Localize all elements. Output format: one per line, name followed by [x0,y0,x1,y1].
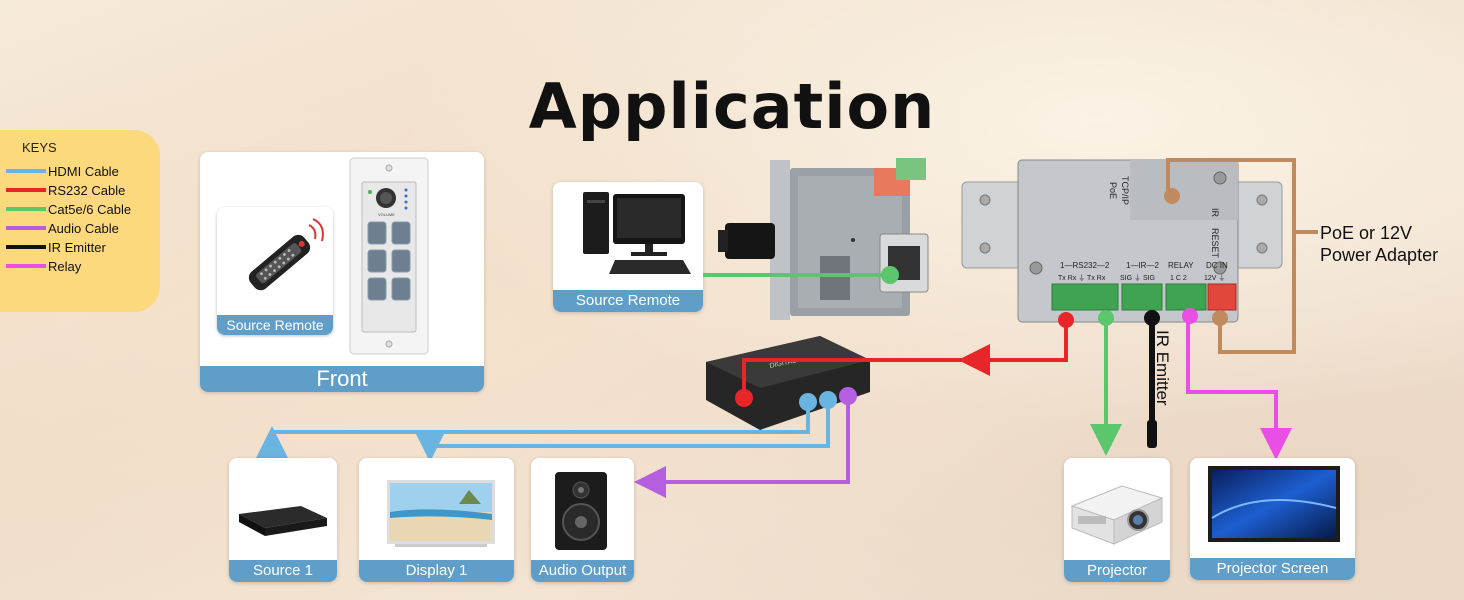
speaker-icon [555,472,607,550]
display-1-card: Display 1 [359,458,514,582]
module-side-view [718,158,929,320]
relay-line-swatch [6,264,46,268]
ir-emitter-label: IR Emitter [1153,330,1172,406]
svg-text:Tx Rx ⏚ Tx Rx: Tx Rx ⏚ Tx Rx [1058,274,1106,282]
svg-text:PoE: PoE [1108,182,1118,199]
ir-line-swatch [6,245,46,249]
svg-text:1 C 2: 1 C 2 [1170,275,1187,282]
projector-card: Projector [1064,458,1170,582]
svg-text:12V ⏚: 12V ⏚ [1204,274,1225,282]
projector-icon [1070,485,1164,545]
key-ir: IR Emitter [6,238,106,256]
source-1-label: Source 1 [229,560,337,582]
projector-label: Projector [1064,560,1170,582]
front-label: Front [200,366,484,392]
desktop-computer-icon [583,192,691,274]
svg-text:DC IN: DC IN [1206,261,1228,270]
svg-text:TCP/IP: TCP/IP [1120,176,1130,205]
keys-legend: KEYS HDMI Cable RS232 Cable Cat5e/6 Cabl… [0,130,160,312]
svg-text:RELAY: RELAY [1168,261,1194,270]
svg-text:RESET: RESET [1210,228,1220,259]
key-hdmi: HDMI Cable [6,162,119,180]
av-switcher-box: DIGITAL [706,336,870,430]
projector-screen-card: Projector Screen [1190,458,1355,580]
wall-plate-keypad: VOLUME [349,157,429,355]
rear-panel: TCP/IP PoE IR RESET 1—RS232—2 Tx Rx ⏚ Tx… [961,159,1283,323]
key-audio: Audio Cable [6,219,119,237]
key-relay: Relay [6,257,81,275]
source-remote-label: Source Remote [217,315,333,335]
source-1-card: Source 1 [229,458,337,582]
svg-text:1—IR—2: 1—IR—2 [1126,261,1159,270]
tv-display-icon [387,480,495,547]
audio-output-card: Audio Output [531,458,634,582]
rs232-line-swatch [6,188,46,192]
projector-screen-label: Projector Screen [1190,558,1355,580]
svg-text:1—RS232—2: 1—RS232—2 [1060,261,1110,270]
pc-source-remote-label: Source Remote [553,290,703,312]
source-remote-card: Source Remote [217,207,333,335]
front-panel-card: Source Remote VOLUME Front [200,152,484,392]
blu-ray-player-icon [239,506,327,536]
projector-screen-icon [1208,466,1340,542]
key-rs232: RS232 Cable [6,181,125,199]
display-1-label: Display 1 [359,560,514,582]
svg-text:IR: IR [1210,208,1220,218]
audio-line-swatch [6,226,46,230]
ir-remote-icon [248,218,324,291]
hdmi-line-swatch [6,169,46,173]
power-adapter-label: PoE or 12V Power Adapter [1320,223,1439,265]
svg-text:SIG ⏚ SIG: SIG ⏚ SIG [1120,274,1155,282]
audio-output-label: Audio Output [531,560,634,582]
page-title: Application [528,70,936,143]
key-cat: Cat5e/6 Cable [6,200,131,218]
svg-text:VOLUME: VOLUME [378,212,395,217]
pc-source-remote-card: Source Remote [553,182,703,312]
cat-line-swatch [6,207,46,211]
keys-title: KEYS [22,140,57,155]
